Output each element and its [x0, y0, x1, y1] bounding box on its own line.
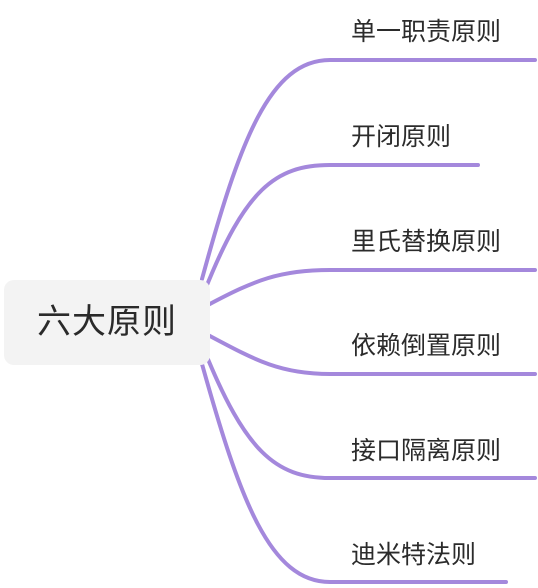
- branch-node-liskov-substitution[interactable]: 里氏替换原则: [351, 227, 502, 256]
- branch-node-dependency-inversion[interactable]: 依赖倒置原则: [351, 331, 502, 360]
- branch-node-single-responsibility[interactable]: 单一职责原则: [351, 17, 502, 46]
- branch-connector-law-of-demeter: [200, 362, 508, 584]
- branch-node-open-closed[interactable]: 开闭原则: [351, 122, 452, 151]
- branch-node-interface-segregation[interactable]: 接口隔离原则: [351, 436, 502, 465]
- branch-connector-liskov-substitution: [206, 268, 537, 307]
- branch-node-law-of-demeter[interactable]: 迪米特法则: [351, 540, 477, 569]
- branch-connector-single-responsibility: [200, 58, 537, 281]
- branch-connector-dependency-inversion: [206, 333, 537, 376]
- branch-connector-open-closed: [203, 163, 480, 292]
- root-node[interactable]: 六大原则: [4, 280, 210, 365]
- root-node-label: 六大原则: [37, 302, 177, 342]
- branch-connector-interface-segregation: [203, 350, 537, 480]
